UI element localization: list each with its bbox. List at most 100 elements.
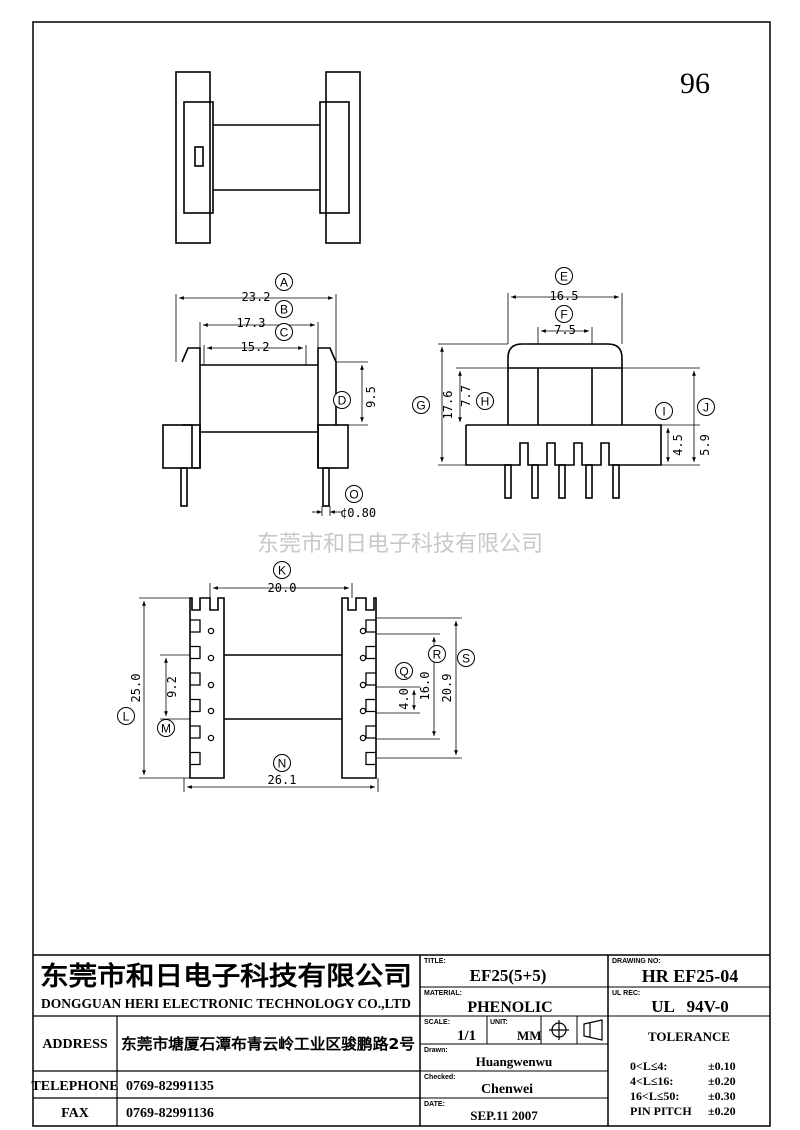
dim-M-letter: M (161, 722, 171, 736)
dim-J-value: 5.9 (698, 434, 712, 456)
pin-hole (359, 654, 367, 662)
front-view-dims (175, 294, 368, 516)
material-value: PHENOLIC (467, 999, 552, 1016)
flange-notch (190, 751, 201, 766)
dim-C-value: 15.2 (241, 340, 270, 354)
watermark: 东莞市和日电子科技有限公司 (257, 531, 543, 556)
bottom-view-pin-slots (190, 619, 376, 766)
dim-S-bubble: S (457, 649, 475, 667)
drawn-label: Drawn: (424, 1047, 448, 1054)
flange-notch (365, 619, 376, 633)
side-view (465, 343, 662, 499)
unit-value: MM (517, 1028, 542, 1043)
dim-E-bubble: E (555, 267, 573, 285)
tolerance-table: 0<L≤4:±0.104<L≤16:±0.2016<L≤50:±0.30PIN … (630, 1059, 736, 1118)
dim-N-value: 26.1 (268, 773, 297, 787)
dim-D-letter: D (338, 394, 347, 408)
pin-hole (207, 654, 215, 662)
side-view-dims (438, 293, 700, 466)
tolerance-label: TOLERANCE (648, 1029, 730, 1044)
pin-hole (359, 627, 367, 635)
checked-label: Checked: (424, 1074, 456, 1081)
dim-J-bubble: J (697, 398, 715, 416)
dim-F-bubble: F (555, 305, 573, 323)
flange-notch (190, 645, 201, 660)
drawn-value: Huangwenwu (476, 1054, 553, 1069)
flange-notch (190, 672, 201, 686)
dim-R-letter: R (433, 648, 442, 662)
dim-F-value: 7.5 (554, 323, 576, 337)
address-label: ADDRESS (42, 1037, 108, 1052)
dim-R-bubble: R (428, 645, 446, 663)
ul-rec-value: UL 94V-0 (651, 997, 729, 1016)
dim-B-bubble: B (275, 300, 293, 318)
front-view (162, 347, 349, 507)
pin-hole (207, 707, 215, 715)
flange-notch (365, 751, 376, 766)
address-value: 东莞市塘厦石潭布青云岭工业区骏鹏路2号 (121, 1035, 415, 1053)
drawing-no-label: DRAWING NO: (612, 958, 661, 965)
dim-O-value: ¢0.80 (340, 506, 376, 520)
pin-hole (359, 681, 367, 689)
dim-M-bubble: M (157, 719, 175, 737)
flange-notch (365, 698, 376, 713)
dim-O-letter: O (349, 488, 358, 502)
bottom-view (189, 597, 377, 779)
title-label: TITLE: (424, 958, 446, 965)
dim-G-letter: G (416, 399, 425, 413)
dim-L-letter: L (123, 710, 130, 724)
title-block-lines (33, 954, 770, 1126)
fax-label: FAX (61, 1106, 89, 1121)
scale-label: SCALE: (424, 1019, 450, 1026)
company-name-cn: 东莞市和日电子科技有限公司 (40, 961, 412, 992)
fax-value: 0769-82991136 (126, 1106, 214, 1121)
dim-S-letter: S (462, 652, 470, 666)
scale-value: 1/1 (457, 1028, 476, 1044)
dim-M-value: 9.2 (165, 676, 179, 698)
title-value: EF25(5+5) (470, 966, 547, 985)
flange-notch (365, 645, 376, 660)
dim-F-letter: F (560, 308, 567, 322)
dim-A-letter: A (280, 276, 288, 290)
telephone-label: TELEPHONE (31, 1079, 118, 1094)
ul-rec-label: UL REC: (612, 990, 640, 997)
dim-Q-letter: Q (399, 665, 408, 679)
dim-D-value: 9.5 (364, 386, 378, 408)
dim-R-value: 16.0 (418, 672, 432, 701)
dim-K-bubble: K (273, 561, 291, 579)
tolerance-value: ±0.20 (708, 1104, 736, 1118)
top-view (175, 71, 361, 244)
company-name-en: DONGGUAN HERI ELECTRONIC TECHNOLOGY CO.,… (41, 997, 411, 1012)
pin-hole (359, 707, 367, 715)
tolerance-value: ±0.10 (708, 1059, 736, 1073)
flange-notch (190, 725, 201, 739)
dim-E-letter: E (560, 270, 568, 284)
date-value: SEP.11 2007 (470, 1108, 538, 1123)
flange-notch (365, 672, 376, 686)
sheet-border (32, 21, 771, 1127)
flange-notch (190, 698, 201, 713)
drawing-no-value: HR EF25-04 (642, 966, 739, 986)
tolerance-range: 4<L≤16: (630, 1074, 673, 1088)
dim-I-bubble: I (655, 402, 673, 420)
dim-G-bubble: G (412, 396, 430, 414)
dim-Q-bubble: Q (395, 662, 413, 680)
tolerance-range: 16<L≤50: (630, 1089, 679, 1103)
dim-Q-value: 4.0 (397, 688, 411, 710)
dim-B-value: 17.3 (237, 316, 266, 330)
dim-N-letter: N (278, 757, 287, 771)
flange-notch (365, 725, 376, 739)
dim-A-bubble: A (275, 273, 293, 291)
material-label: MATERIAL: (424, 990, 462, 997)
dim-L-bubble: L (117, 707, 135, 725)
dim-O-prefix: ¢ (340, 506, 347, 520)
dim-J-letter: J (703, 401, 709, 415)
pin-hole (207, 681, 215, 689)
dim-G-value: 17.6 (441, 391, 455, 420)
telephone-value: 0769-82991135 (126, 1079, 214, 1094)
dimension-values: 23.2 17.3 15.2 9.5 ¢0.80 16.5 7.5 17.6 7… (129, 289, 712, 787)
pin-hole (207, 627, 215, 635)
date-label: DATE: (424, 1101, 445, 1108)
